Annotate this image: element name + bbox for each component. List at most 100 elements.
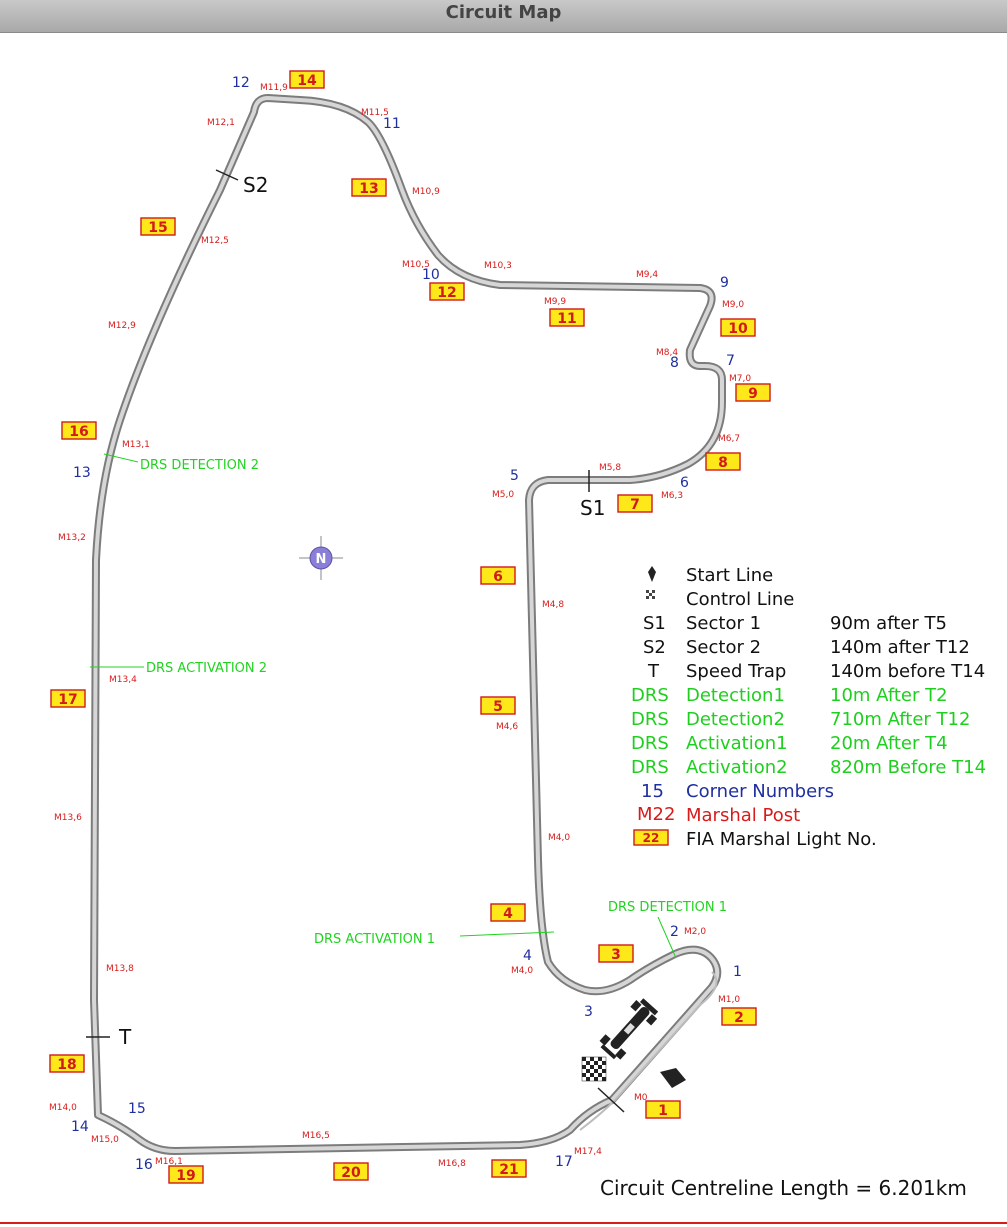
marshal-light-box [480, 566, 516, 585]
sector-2-mark [215, 169, 239, 181]
marshal-light: 21 [491, 1159, 527, 1178]
marshal-post-label: M12,5 [201, 236, 229, 246]
marshal-light-box [735, 383, 771, 402]
header-bar: Circuit Map [0, 0, 1007, 33]
marshal-post-label: M5,0 [492, 490, 514, 500]
legend-marshal-key: M22 [637, 804, 675, 825]
marshal-light-number: 10 [728, 321, 748, 337]
marshal-post-label: M12,9 [108, 321, 136, 331]
legend-row-key: T [647, 661, 660, 682]
marshal-light-number: 19 [176, 1168, 195, 1184]
corner-number: 11 [383, 116, 401, 132]
legend-marshal-label: Marshal Post [686, 805, 800, 826]
marshal-light-number: 14 [297, 73, 317, 89]
marshal-light-box [720, 318, 756, 337]
marshal-light: 5 [480, 696, 516, 715]
marshal-light: 13 [351, 178, 387, 197]
legend-control-line: Control Line [686, 589, 794, 610]
marshal-light-number: 18 [57, 1057, 76, 1073]
marshal-light-number: 1 [658, 1103, 668, 1119]
marshal-light-number: 6 [493, 569, 503, 585]
marshal-light: 20 [333, 1162, 369, 1181]
corner-number: 8 [670, 355, 679, 371]
marshal-light: 9 [735, 383, 771, 402]
marshal-light-number: 8 [718, 455, 728, 471]
marshal-light: 4 [490, 903, 526, 922]
marshal-post-label: M9,4 [636, 270, 658, 280]
marshal-light-box [617, 494, 653, 513]
marshal-light: 19 [168, 1165, 204, 1184]
marshal-post-label: M8,4 [656, 348, 678, 358]
drs-activation-1-line [459, 931, 555, 937]
marshal-post-label: M0 [634, 1093, 648, 1103]
corner-number: 9 [720, 275, 729, 291]
track [90, 94, 726, 1155]
chequered-flag-icon [581, 1056, 607, 1082]
legend-row-value: 710m After T12 [830, 709, 970, 730]
page-title: Circuit Map [445, 2, 562, 23]
marshal-light-number: 20 [341, 1165, 361, 1181]
control-line-icon [646, 590, 655, 599]
start-line-icon [648, 566, 656, 582]
marshal-light-box [705, 452, 741, 471]
drs-activation-1-label: DRS ACTIVATION 1 [314, 932, 435, 947]
marshal-light-number: 7 [630, 497, 640, 513]
marshal-post-label: M14,0 [49, 1103, 77, 1113]
corner-number: 13 [73, 465, 91, 481]
legend-row-value: 140m before T14 [830, 661, 985, 682]
race-car-icon [599, 998, 659, 1060]
legend-row-name: Activation2 [686, 757, 788, 778]
legend-corner-key: 15 [641, 781, 664, 802]
legend-corner-label: Corner Numbers [686, 781, 834, 802]
marshal-light-box [721, 1007, 757, 1026]
sector-2-label: S2 [243, 173, 268, 197]
marshal-post-label: M4,8 [542, 600, 564, 610]
marshal-light: 11 [549, 308, 585, 327]
marshal-post-label: M4,0 [511, 966, 533, 976]
marshal-post-label: M13,8 [106, 964, 134, 974]
legend-row-value: 820m Before T14 [830, 757, 986, 778]
marshal-light-box [645, 1100, 681, 1119]
legend-row-value: 20m After T4 [830, 733, 948, 754]
marshal-light-box [598, 944, 634, 963]
marshal-light-box [289, 70, 325, 89]
marshal-posts: M0M1,0M2,0M4,0M4,0M4,6M4,8M5,0M5,8M6,3M6… [49, 83, 751, 1169]
drs-activation-2-label: DRS ACTIVATION 2 [146, 661, 267, 676]
marshal-light: 17 [50, 689, 86, 708]
marshal-post-label: M15,0 [91, 1135, 119, 1145]
marshal-light: 18 [49, 1054, 85, 1073]
corner-number: 17 [555, 1154, 573, 1170]
corner-number: 6 [680, 475, 689, 491]
marshal-post-label: M12,1 [207, 118, 235, 128]
marshal-post-label: M16,8 [438, 1159, 466, 1169]
legend-light-key: 22 [643, 831, 660, 845]
marshal-post-label: M5,8 [599, 463, 621, 473]
legend-row-name: Sector 2 [686, 637, 761, 658]
marshal-light-number: 9 [748, 386, 758, 402]
marshal-post-label: M2,0 [684, 927, 706, 937]
marshal-post-label: M16,5 [302, 1131, 330, 1141]
legend-light-label: FIA Marshal Light No. [686, 829, 877, 850]
corner-number: 16 [135, 1157, 153, 1173]
marshal-post-label: M11,9 [260, 83, 288, 93]
drs-detection-2-label: DRS DETECTION 2 [140, 458, 259, 473]
corner-number: 2 [670, 924, 679, 940]
marshal-light-number: 17 [58, 692, 77, 708]
legend-row-name: Detection1 [686, 685, 785, 706]
marshal-post-label: M4,0 [548, 833, 570, 843]
marshal-post-label: M11,5 [361, 108, 389, 118]
marshal-post-label: M9,9 [544, 297, 566, 307]
marshal-light-number: 12 [437, 285, 456, 301]
marshal-light-box [168, 1165, 204, 1184]
marshal-light-box [351, 178, 387, 197]
legend-row-key: DRS [631, 733, 669, 754]
marshal-light: 2 [721, 1007, 757, 1026]
drs-detection-2-line [103, 453, 139, 463]
marshal-light: 15 [140, 217, 176, 236]
corner-number: 1 [733, 964, 742, 980]
marshal-light-box [333, 1162, 369, 1181]
marshal-light: 10 [720, 318, 756, 337]
corner-number: 3 [584, 1004, 593, 1020]
marshal-post-label: M13,6 [54, 813, 82, 823]
